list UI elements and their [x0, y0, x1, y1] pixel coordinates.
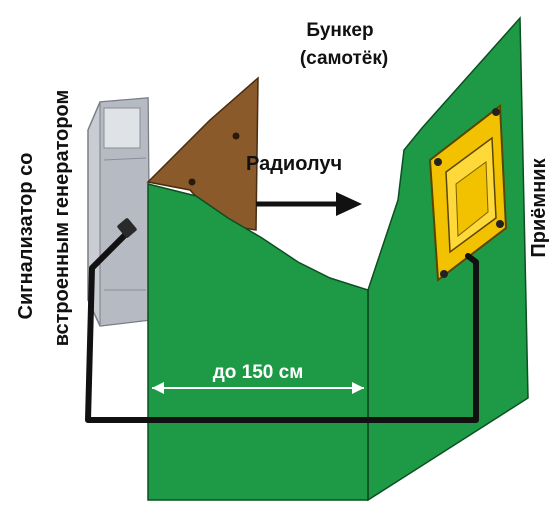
signalizer-label-line2: встроенным генератором	[51, 90, 73, 347]
cable-connector-icon	[117, 218, 137, 238]
receiver-bolt-tl	[434, 158, 442, 166]
radio-beam-label: Радиолуч	[246, 153, 342, 175]
receiver-bolt-br	[496, 220, 504, 228]
connection-cable	[85, 229, 479, 423]
receiver-bolt-bl	[440, 270, 448, 278]
signalizer-device	[87, 97, 151, 327]
distance-label: до 150 см	[213, 362, 304, 383]
bunker-label-line1: Бункер	[306, 20, 373, 41]
bunker-label-line2: (самотёк)	[300, 48, 388, 69]
radio-beam-arrow-icon	[256, 192, 362, 216]
signalizer-label-line1: Сигнализатор со	[15, 153, 37, 320]
receiver-label: Приёмник	[528, 157, 550, 257]
flange-bolt-left	[188, 178, 196, 186]
flange-bolt-top	[232, 132, 240, 140]
distance-dimension	[152, 382, 364, 394]
bunker-wall-front	[147, 183, 369, 501]
receiver-bolt-tr	[492, 108, 500, 116]
receiver-device	[428, 104, 508, 282]
